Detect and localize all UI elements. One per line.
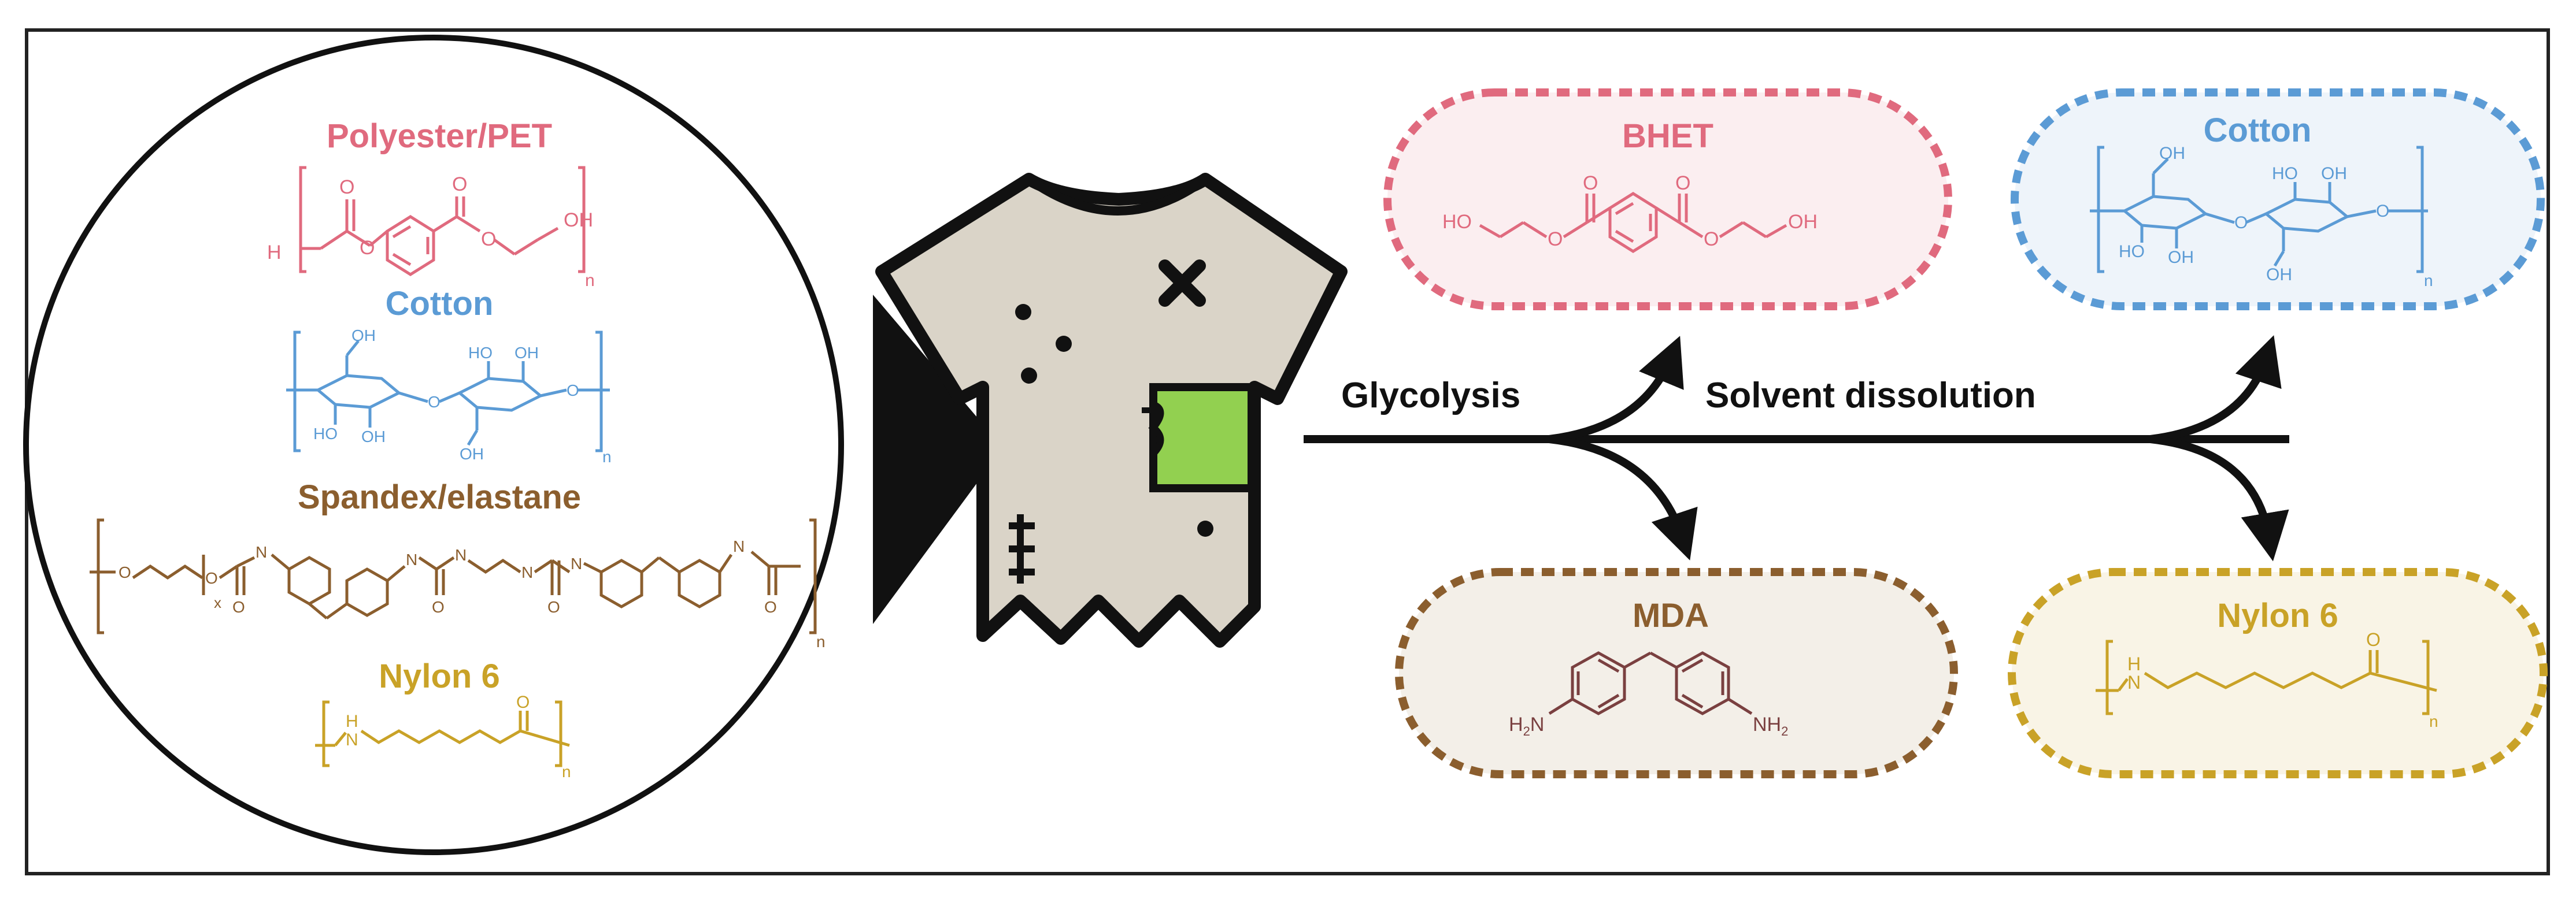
svg-text:OH: OH [460, 445, 484, 463]
nylon-structure-product [2096, 640, 2437, 715]
nylon-label-product: Nylon 6 [2217, 597, 2338, 634]
svg-text:n: n [816, 633, 826, 651]
svg-text:OH: OH [564, 209, 593, 231]
svg-text:OH: OH [2266, 265, 2292, 284]
svg-text:HO: HO [313, 425, 338, 443]
svg-text:OH: OH [2159, 144, 2185, 163]
bhet-label: BHET [1622, 117, 1713, 155]
svg-text:n: n [2429, 712, 2438, 730]
svg-text:H: H [2127, 653, 2141, 674]
svg-text:OH: OH [2321, 164, 2347, 183]
magnifier-circle [23, 35, 844, 855]
svg-text:O: O [432, 598, 445, 616]
svg-text:H: H [346, 712, 358, 731]
pet-structure [299, 166, 586, 276]
svg-text:O: O [516, 693, 530, 712]
svg-text:O: O [567, 381, 579, 399]
svg-text:O: O [232, 598, 245, 616]
svg-text:HO: HO [1442, 211, 1472, 233]
bhet-box [1383, 88, 1952, 310]
svg-text:N: N [346, 730, 358, 749]
svg-text:N: N [521, 563, 533, 581]
nylon-box [2008, 568, 2548, 778]
spandex-structure [90, 518, 817, 634]
svg-text:NH2: NH2 [1753, 714, 1788, 738]
svg-text:O: O [2376, 202, 2389, 221]
svg-text:O: O [1675, 172, 1690, 194]
svg-text:OH: OH [515, 344, 539, 362]
arrow-to-cotton [2150, 335, 2282, 443]
svg-text:N: N [455, 546, 467, 564]
svg-text:O: O [1548, 228, 1563, 250]
svg-text:H2N: H2N [1509, 714, 1544, 738]
cotton-structure-magnifier [286, 331, 610, 452]
svg-text:O: O [481, 228, 496, 250]
svg-text:N: N [406, 551, 417, 569]
svg-text:O: O [339, 176, 354, 198]
solvent-dissolution-label: Solvent dissolution [1705, 376, 2036, 415]
magnifier-cone [873, 295, 1003, 624]
arrow-to-mda [1549, 435, 1698, 560]
svg-text:n: n [2424, 272, 2433, 289]
svg-text:x: x [214, 594, 221, 611]
svg-text:O: O [119, 563, 131, 581]
spandex-label: Spandex/elastane [298, 478, 581, 516]
glycolysis-label: Glycolysis [1341, 376, 1520, 415]
svg-text:O: O [764, 598, 777, 616]
svg-text:O: O [360, 237, 375, 259]
cotton-structure-product [2090, 146, 2428, 273]
shirt-body [875, 173, 1348, 648]
svg-text:n: n [562, 763, 571, 781]
svg-text:N: N [733, 537, 745, 555]
svg-text:O: O [2366, 629, 2381, 650]
svg-text:HO: HO [2119, 242, 2145, 261]
svg-text:O: O [2234, 213, 2248, 232]
arrow-to-nylon [2150, 435, 2289, 562]
svg-text:N: N [256, 543, 267, 561]
worn-shirt [875, 173, 1348, 648]
svg-text:HO: HO [468, 344, 493, 362]
arrow-to-bhet [1549, 336, 1684, 443]
green-patch [1149, 383, 1256, 492]
svg-text:n: n [585, 271, 595, 290]
svg-text:HO: HO [2272, 164, 2298, 183]
mda-structure [1548, 651, 1753, 715]
svg-text:OH: OH [351, 326, 376, 344]
svg-text:OH: OH [2168, 248, 2194, 267]
bhet-structure [1479, 192, 1787, 253]
cotton-label-product: Cotton [2204, 112, 2312, 149]
svg-text:N: N [571, 555, 582, 573]
mda-label: MDA [1633, 597, 1709, 634]
pet-label: Polyester/PET [327, 117, 552, 155]
svg-text:O: O [1704, 228, 1719, 250]
svg-text:O: O [205, 569, 218, 587]
cotton-label-magnifier: Cotton [386, 285, 494, 322]
nylon-structure-magnifier [315, 700, 570, 767]
svg-text:N: N [2127, 672, 2141, 693]
svg-text:OH: OH [1788, 211, 1818, 233]
cotton-box [2011, 88, 2545, 310]
svg-text:O: O [452, 173, 467, 195]
svg-text:O: O [428, 393, 441, 411]
svg-text:OH: OH [361, 428, 386, 445]
svg-text:O: O [547, 598, 560, 616]
process-arrows [1304, 335, 2289, 562]
nylon-label-magnifier: Nylon 6 [379, 658, 500, 695]
magnifier-content: Polyester/PET H O O O O OH n [90, 117, 826, 781]
svg-text:O: O [1583, 172, 1598, 194]
svg-text:H: H [267, 242, 282, 263]
svg-text:n: n [602, 448, 612, 466]
